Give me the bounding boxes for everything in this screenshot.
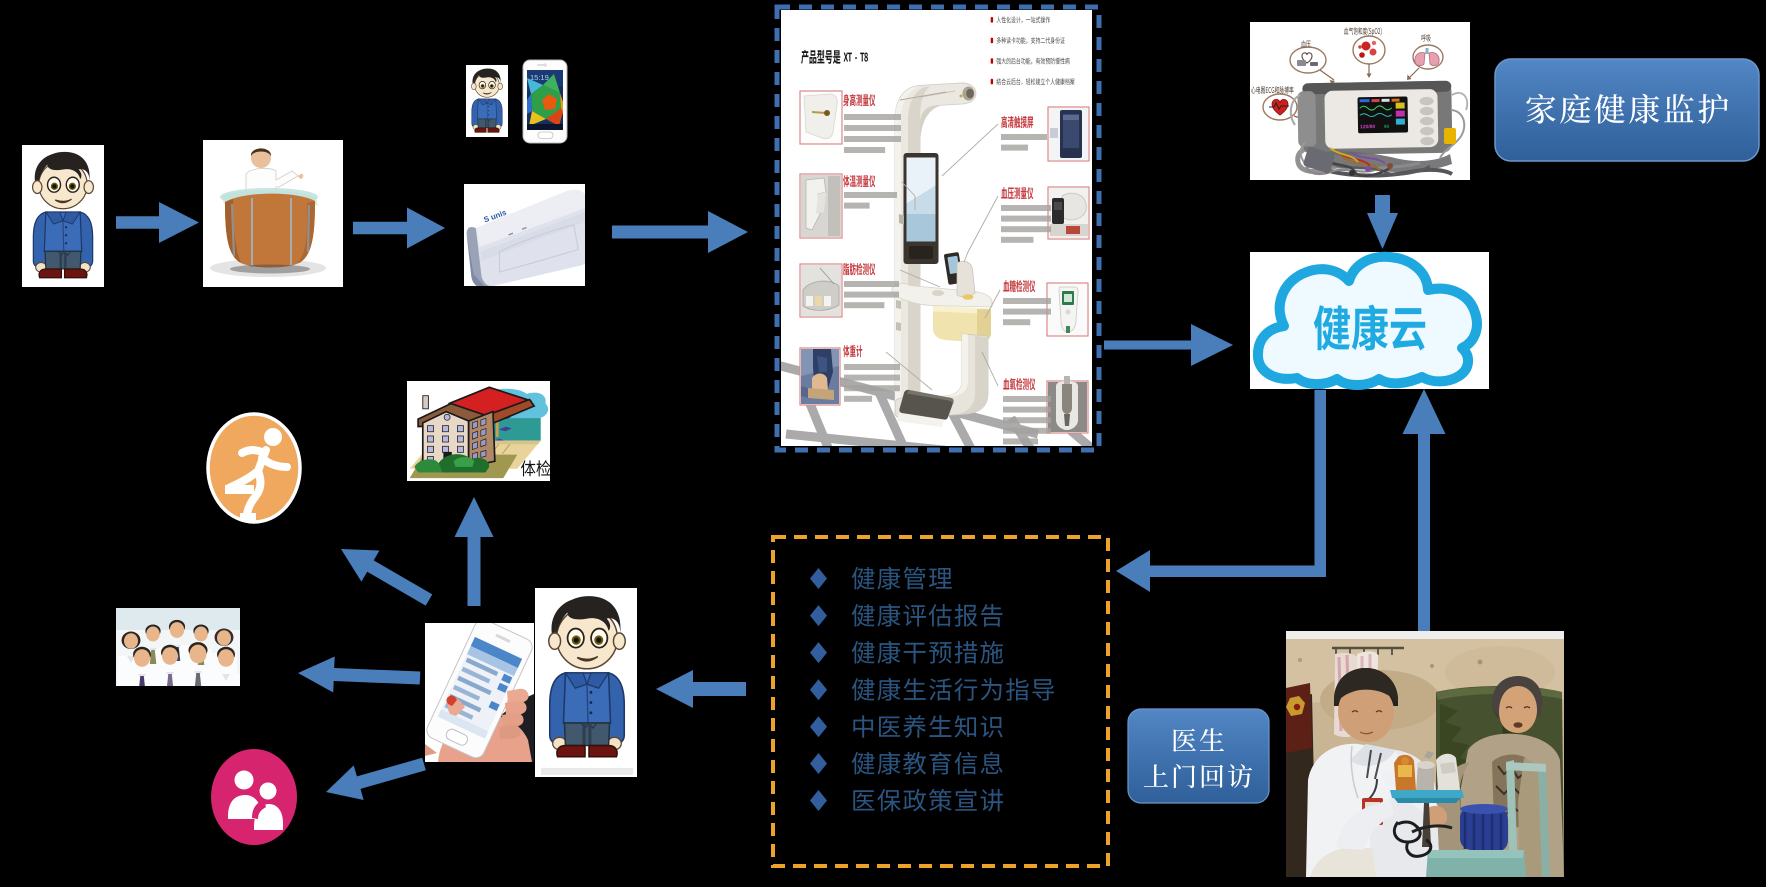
svg-text:120/80: 120/80 (1360, 124, 1376, 130)
svg-text:98: 98 (1384, 124, 1390, 129)
svg-text:15:19: 15:19 (530, 73, 549, 82)
